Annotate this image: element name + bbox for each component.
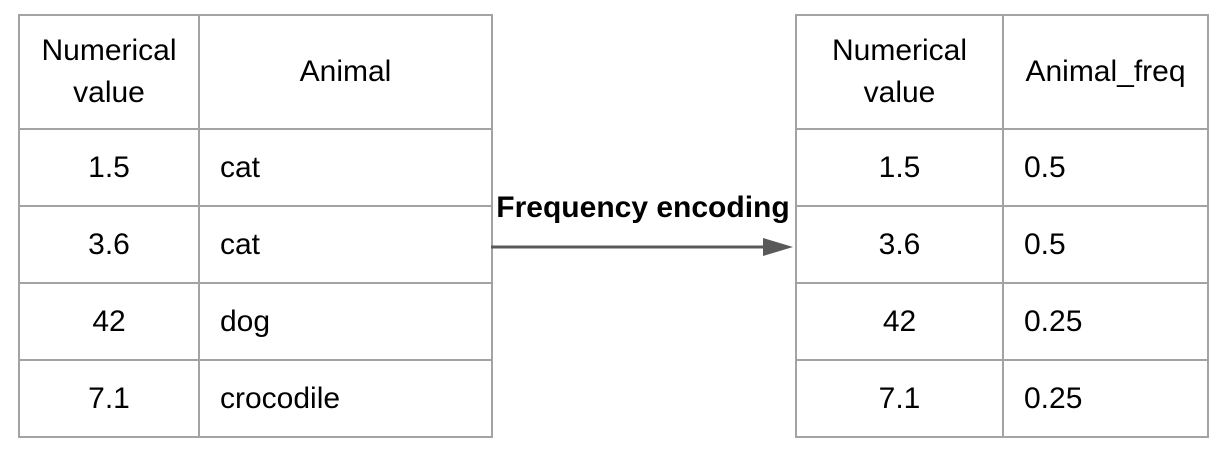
source-table-header-row: Numerical value Animal [18,14,493,130]
encoded-table-header-row: Numerical value Animal_freq [795,14,1209,130]
encoded-cell-freq-2: 0.25 [1002,282,1209,361]
encoded-table: Numerical value Animal_freq 1.5 0.5 3.6 … [795,14,1209,438]
table-row: 42 dog [18,282,493,361]
right-arrow-icon [491,236,795,258]
encoded-cell-value-0: 1.5 [795,128,1004,207]
source-table: Numerical value Animal 1.5 cat 3.6 cat 4… [18,14,493,438]
table-row: 1.5 cat [18,128,493,207]
table-row: 7.1 0.25 [795,359,1209,438]
source-header-animal: Animal [198,14,493,130]
source-header-numerical-value: Numerical value [18,14,200,130]
encoded-cell-value-2: 42 [795,282,1004,361]
encoded-cell-freq-1: 0.5 [1002,205,1209,284]
source-cell-value-1: 3.6 [18,205,200,284]
encoded-header-animal-freq: Animal_freq [1002,14,1209,130]
table-row: 7.1 crocodile [18,359,493,438]
encoded-cell-value-3: 7.1 [795,359,1004,438]
arrow-label: Frequency encoding [496,191,790,224]
source-cell-animal-0: cat [198,128,493,207]
source-cell-animal-3: crocodile [198,359,493,438]
source-cell-value-0: 1.5 [18,128,200,207]
table-row: 42 0.25 [795,282,1209,361]
source-cell-animal-1: cat [198,205,493,284]
source-cell-animal-2: dog [198,282,493,361]
table-row: 3.6 cat [18,205,493,284]
encoded-header-numerical-value: Numerical value [795,14,1004,130]
table-row: 1.5 0.5 [795,128,1209,207]
encoded-cell-freq-0: 0.5 [1002,128,1209,207]
table-row: 3.6 0.5 [795,205,1209,284]
encoded-cell-freq-3: 0.25 [1002,359,1209,438]
source-cell-value-3: 7.1 [18,359,200,438]
encoded-cell-value-1: 3.6 [795,205,1004,284]
source-cell-value-2: 42 [18,282,200,361]
